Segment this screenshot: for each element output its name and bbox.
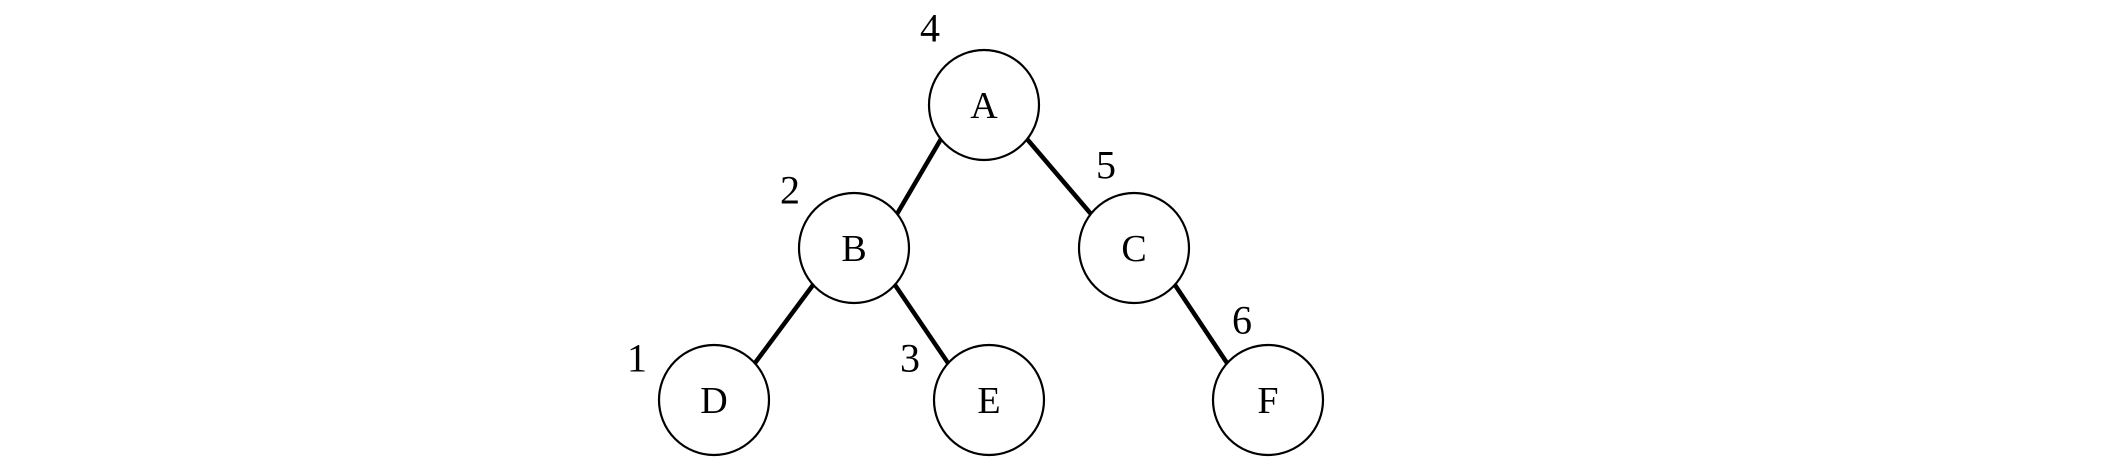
node-group-a[interactable]: A 4	[920, 6, 1041, 162]
edges-group	[753, 137, 1229, 365]
node-circle-f[interactable]	[1211, 343, 1325, 457]
node-group-b[interactable]: B 2	[780, 168, 911, 305]
node-circle-d[interactable]	[657, 343, 771, 457]
node-label-b: B	[841, 228, 866, 270]
edge-b-d	[753, 283, 815, 365]
node-label-f: F	[1257, 380, 1278, 422]
node-group-f[interactable]: F 6	[1211, 298, 1325, 457]
edge-c-f	[1173, 283, 1229, 365]
node-label-a: A	[970, 85, 998, 127]
node-label-d: D	[700, 380, 727, 422]
order-label-c: 5	[1096, 143, 1116, 188]
order-label-b: 2	[780, 168, 800, 213]
node-group-c[interactable]: C 5	[1077, 143, 1191, 305]
order-label-a: 4	[920, 6, 940, 51]
node-group-d[interactable]: D 1	[627, 336, 771, 457]
edge-b-e	[893, 283, 950, 365]
order-label-f: 6	[1232, 298, 1252, 343]
node-label-c: C	[1121, 228, 1146, 270]
node-circle-e[interactable]	[932, 343, 1046, 457]
node-group-e[interactable]: E 3	[900, 336, 1046, 457]
order-label-e: 3	[900, 336, 920, 381]
order-label-d: 1	[627, 336, 647, 381]
node-circle-c[interactable]	[1077, 191, 1191, 305]
node-label-e: E	[977, 380, 1000, 422]
edge-a-b	[895, 137, 943, 216]
node-circle-b[interactable]	[797, 191, 911, 305]
edge-a-c	[1025, 137, 1093, 216]
node-circle-a[interactable]	[927, 48, 1041, 162]
